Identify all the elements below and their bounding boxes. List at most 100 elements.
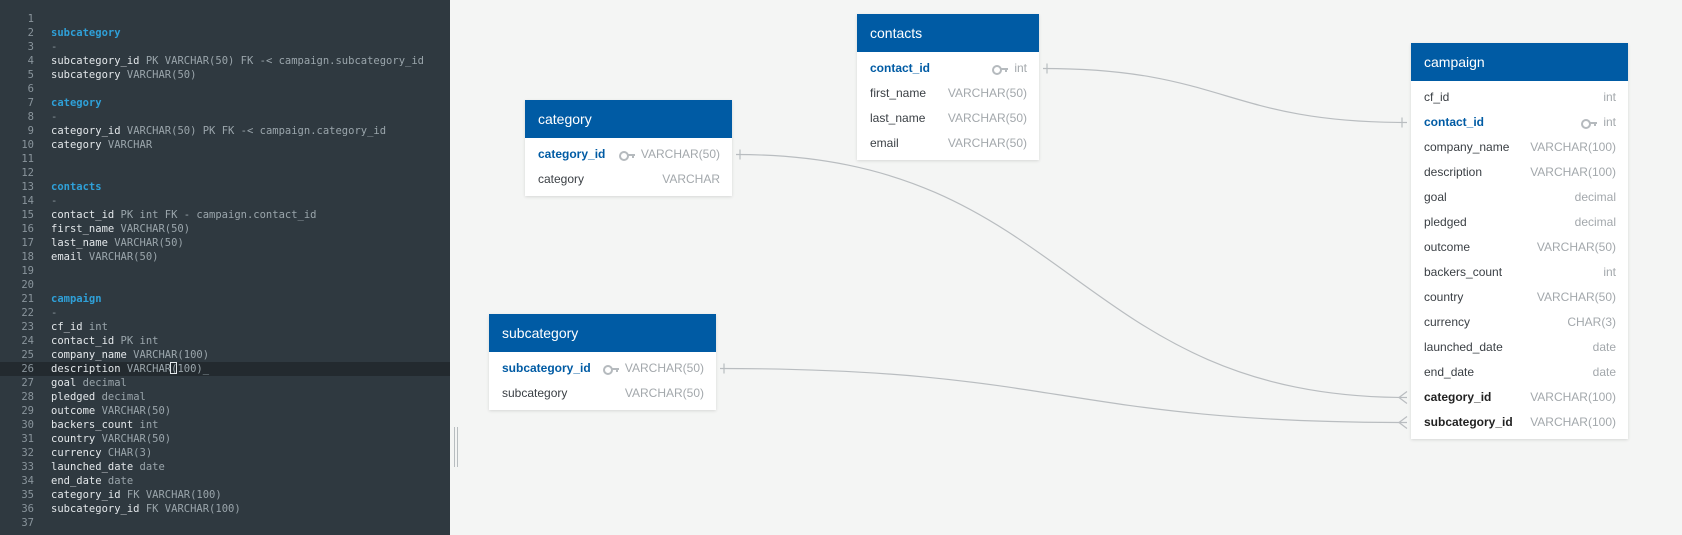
editor-line[interactable]: 20 [0, 278, 450, 292]
line-number: 35 [21, 489, 34, 501]
table-header[interactable]: campaign [1411, 43, 1628, 81]
field-type-label: CHAR(3) [1567, 315, 1616, 329]
column-name-token: outcome [51, 405, 96, 417]
field-name: contact_id [870, 61, 931, 75]
table-header[interactable]: contacts [857, 14, 1039, 52]
field-type-label: int [1603, 90, 1616, 104]
field-type-label: int [1603, 265, 1616, 279]
line-code: country VARCHAR(50) [51, 432, 171, 446]
relationship-line [735, 153, 1408, 399]
editor-line[interactable]: 3- [0, 40, 450, 54]
code-token: VARCHAR(50) [120, 69, 197, 81]
table-keyword: contacts [51, 181, 102, 193]
line-number: 28 [21, 391, 34, 403]
editor-line[interactable]: 6 [0, 82, 450, 96]
field-name: last_name [870, 111, 926, 125]
editor-line[interactable]: 12 [0, 166, 450, 180]
field-type-label: VARCHAR(100) [1530, 165, 1616, 179]
code-token: VARCHAR(50) [95, 405, 172, 417]
field-name: description [1424, 165, 1483, 179]
field-type-label: date [1592, 340, 1616, 354]
field-type: int [1581, 110, 1616, 135]
editor-line[interactable]: 11 [0, 152, 450, 166]
line-code: category VARCHAR [51, 138, 152, 152]
table-header[interactable]: subcategory [489, 314, 716, 352]
line-code: email VARCHAR(50) [51, 250, 158, 264]
field-name: category [538, 172, 585, 186]
code-token: date [101, 475, 134, 487]
line-number: 8 [27, 111, 34, 123]
field-row[interactable]: subcategory VARCHAR(50) [489, 381, 716, 406]
line-number: 34 [21, 475, 34, 487]
editor-line[interactable]: 1 [0, 12, 450, 26]
field-row[interactable]: description VARCHAR(100) [1411, 160, 1628, 185]
field-name: subcategory [502, 386, 568, 400]
editor-line[interactable]: 37 [0, 516, 450, 530]
editor-line[interactable]: 22- [0, 306, 450, 320]
field-name: pledged [1424, 215, 1467, 229]
editor-line[interactable]: 8- [0, 110, 450, 124]
code-token: FK VARCHAR(100) [139, 503, 241, 515]
field-name: email [870, 136, 899, 150]
table-header[interactable]: category [525, 100, 732, 138]
field-type-label: VARCHAR(50) [624, 386, 704, 400]
code-token: PK int FK - campaign.contact_id [114, 209, 317, 221]
key-icon [618, 150, 635, 161]
pane-splitter-handle[interactable] [454, 427, 458, 467]
editor-line[interactable]: 14- [0, 194, 450, 208]
editor-line[interactable]: 19 [0, 264, 450, 278]
text-cursor [170, 362, 178, 374]
